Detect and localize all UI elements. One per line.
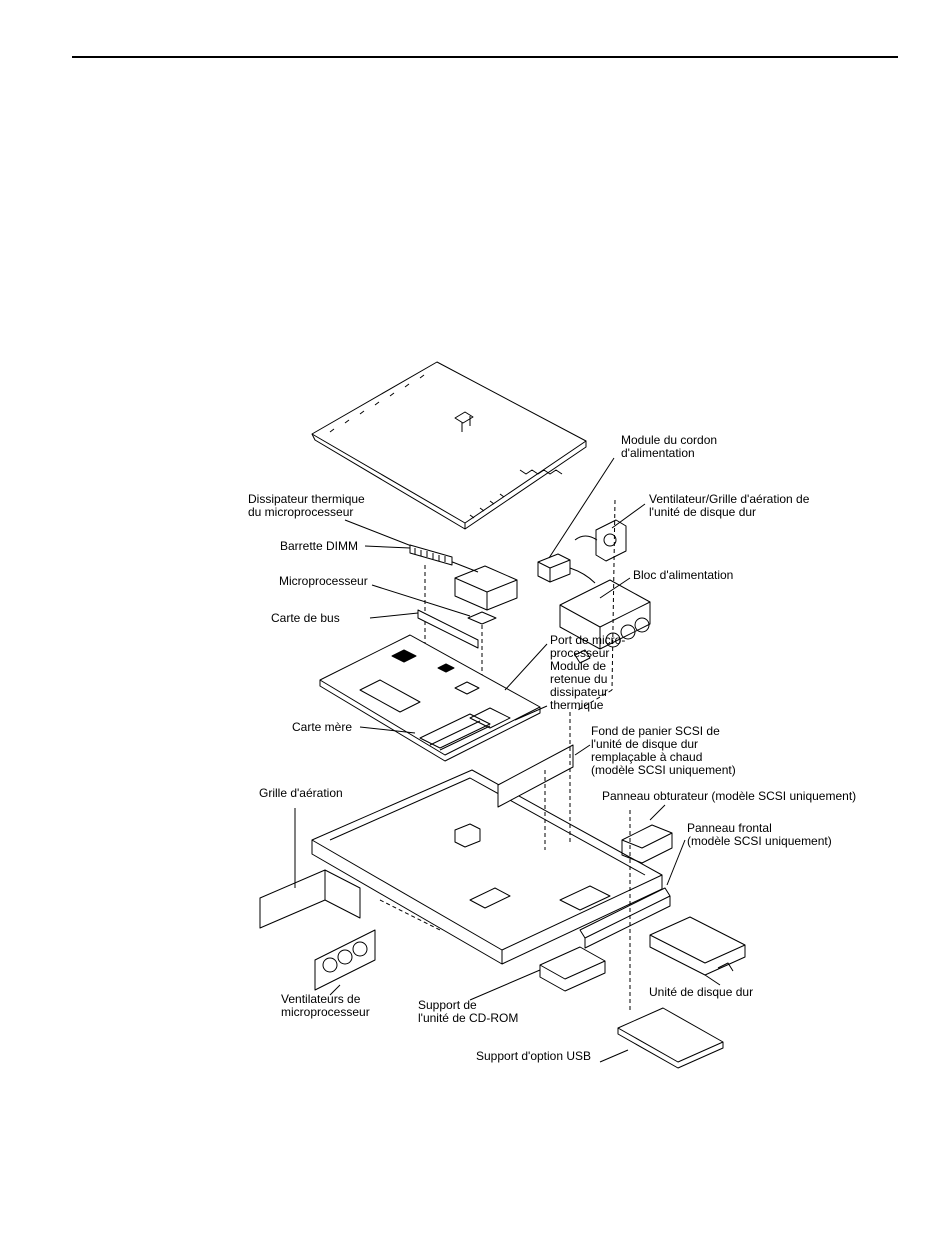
hard-disk-drive (649, 916, 746, 986)
label-air-baffle: Grille d'aération (259, 786, 343, 800)
label-front-bezel: Panneau frontal(modèle SCSI uniquement) (687, 821, 832, 848)
microprocessor (371, 584, 497, 690)
chassis (311, 769, 663, 965)
filler-panel (621, 804, 673, 864)
label-hard-disk-drive: Unité de disque dur (649, 985, 754, 999)
label-riser-card: Carte de bus (271, 611, 340, 625)
usb-option-tray (599, 1007, 724, 1069)
label-filler-panel: Panneau obturateur (modèle SCSI uniqueme… (602, 789, 857, 803)
microprocessor-fans (314, 929, 376, 996)
hdd-fan-duct (574, 503, 646, 562)
power-supply (559, 577, 651, 664)
label-power-supply: Bloc d'alimentation (633, 568, 734, 582)
top-cover (311, 361, 587, 530)
label-microprocessor: Microprocesseur (279, 574, 368, 588)
riser-card (369, 609, 479, 649)
heatsink (344, 519, 518, 611)
label-usb-tray: Support d'option USB (476, 1049, 592, 1063)
air-baffle (259, 808, 361, 929)
label-microprocessor-socket: Port de micro-processeur (550, 633, 626, 660)
label-dimm: Barrette DIMM (280, 539, 359, 553)
retention-leader (514, 705, 548, 721)
front-bezel (579, 839, 686, 949)
socket-leader (504, 643, 548, 691)
power-cord-module (537, 457, 615, 584)
scsi-backplane (497, 744, 591, 850)
label-system-board: Carte mère (292, 720, 353, 734)
header-rule (72, 56, 898, 58)
cdrom-tray (469, 946, 606, 1001)
assembly-lines (379, 499, 631, 1010)
system-board (319, 634, 541, 762)
